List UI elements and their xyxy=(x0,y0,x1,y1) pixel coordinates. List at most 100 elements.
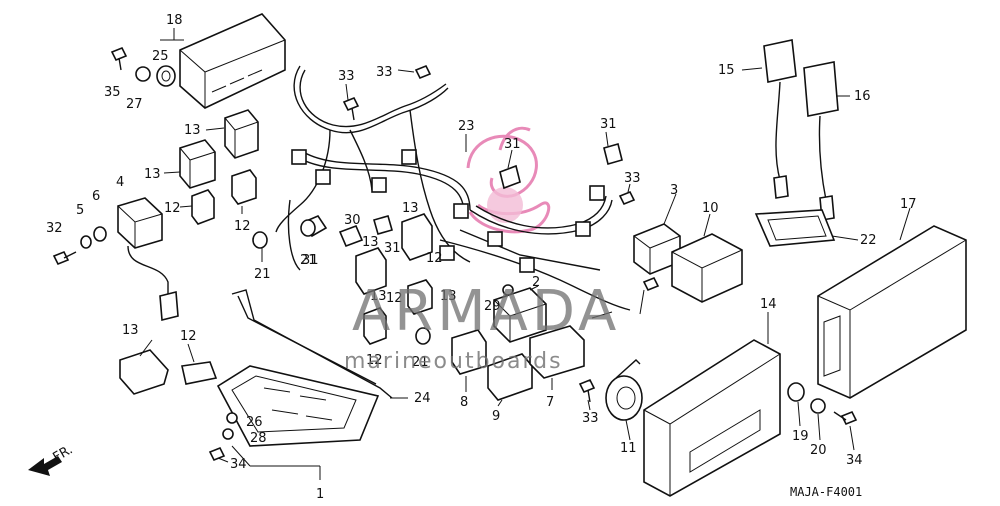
part-13-relay-a xyxy=(224,109,259,159)
part-label-17: 17 xyxy=(900,197,917,212)
part-label-25: 25 xyxy=(152,49,169,64)
part-label-21-c: 21 xyxy=(300,253,317,268)
part-34-bolt-right xyxy=(833,410,858,426)
part-label-7: 7 xyxy=(546,395,554,410)
part-32-bolt xyxy=(52,250,77,266)
part-35-bolt xyxy=(110,46,128,71)
part-28-screw xyxy=(222,428,234,440)
part-label-1: 1 xyxy=(316,487,324,502)
part-4-regulator xyxy=(117,197,179,322)
part-label-31-c: 31 xyxy=(302,253,319,268)
part-label-12-c: 12 xyxy=(180,329,197,344)
part-20-collar xyxy=(810,398,826,414)
part-12-relay-a xyxy=(191,189,215,225)
part-label-35: 35 xyxy=(104,85,121,100)
part-label-9: 9 xyxy=(492,409,500,424)
part-label-32: 32 xyxy=(46,221,63,236)
part-label-13-d: 13 xyxy=(362,235,379,250)
part-21-grommet-c xyxy=(300,219,316,237)
part-5-washer xyxy=(80,235,92,249)
part-label-19: 19 xyxy=(792,429,809,444)
part-label-8: 8 xyxy=(460,395,468,410)
part-label-16: 16 xyxy=(854,89,871,104)
part-label-21-a: 21 xyxy=(254,267,271,282)
part-label-29: 29 xyxy=(484,299,501,314)
part-1-fuse-box xyxy=(216,365,380,447)
part-11-horn xyxy=(605,359,643,421)
part-33-bolt-right xyxy=(642,276,660,292)
part-13-relay-b xyxy=(179,139,216,189)
part-7-unit xyxy=(529,325,585,379)
part-33-bolt-lower xyxy=(578,378,596,403)
part-10-module xyxy=(671,233,743,303)
part-label-13-c: 13 xyxy=(122,323,139,338)
part-label-33-b: 33 xyxy=(376,65,393,80)
part-13-relay-c xyxy=(401,213,433,261)
part-label-10: 10 xyxy=(702,201,719,216)
part-label-13-g: 13 xyxy=(440,289,457,304)
part-2-unit xyxy=(493,287,547,343)
watermark-tagline: marineoutboards xyxy=(344,349,563,374)
part-12-relay-e xyxy=(181,361,218,385)
part-27-collar xyxy=(135,66,151,82)
part-label-33-c: 33 xyxy=(624,171,641,186)
part-label-34-b: 34 xyxy=(846,453,863,468)
part-31-clip-c xyxy=(499,164,521,190)
part-label-13-e: 13 xyxy=(402,201,419,216)
front-direction-arrow-icon xyxy=(28,456,62,476)
leader-lines xyxy=(139,28,911,480)
part-label-30: 30 xyxy=(344,213,361,228)
part-label-12-a: 12 xyxy=(164,201,181,216)
part-25-grommet xyxy=(156,65,176,87)
part-label-2: 2 xyxy=(532,275,540,290)
part-label-11: 11 xyxy=(620,441,637,456)
part-label-12-b: 12 xyxy=(234,219,251,234)
part-33-bolt-top-right xyxy=(414,64,432,80)
part-label-33-d: 33 xyxy=(582,411,599,426)
part-label-28: 28 xyxy=(250,431,267,446)
diagram-code: MAJA-F4001 xyxy=(790,485,862,499)
part-16-switch xyxy=(803,61,839,221)
part-30-clip xyxy=(338,224,364,248)
part-9-relay xyxy=(487,353,533,401)
part-label-22: 22 xyxy=(860,233,877,248)
part-label-3: 3 xyxy=(670,183,678,198)
part-22-panel xyxy=(754,209,836,247)
watermark-brand: ARMADA xyxy=(352,279,620,344)
part-21-grommet-a xyxy=(252,231,268,249)
part-label-21-b: 21 xyxy=(412,355,429,370)
part-13-relay-e xyxy=(119,349,169,395)
part-31-clip-d xyxy=(603,143,623,165)
part-17-ecu xyxy=(817,225,967,399)
part-13-relay-d xyxy=(355,247,387,295)
part-12-relay-b xyxy=(231,169,257,205)
part-label-33-a: 33 xyxy=(338,69,355,84)
part-label-13-f: 13 xyxy=(370,289,387,304)
part-label-23: 23 xyxy=(458,119,475,134)
part-label-6: 6 xyxy=(92,189,100,204)
part-label-12-f: 12 xyxy=(426,251,443,266)
part-label-26: 26 xyxy=(246,415,263,430)
part-12-relay-c xyxy=(407,279,433,315)
part-24-stay xyxy=(231,289,393,399)
part-label-31-a: 31 xyxy=(504,137,521,152)
part-14-control-unit xyxy=(643,339,781,497)
part-label-27: 27 xyxy=(126,97,143,112)
part-18-module xyxy=(179,13,286,109)
part-label-13-a: 13 xyxy=(184,123,201,138)
part-label-34-a: 34 xyxy=(230,457,247,472)
part-6-washer xyxy=(93,226,107,242)
part-label-14: 14 xyxy=(760,297,777,312)
part-26-screw xyxy=(226,412,238,424)
part-19-grommet xyxy=(787,382,805,402)
part-label-4: 4 xyxy=(116,175,124,190)
watermark-logo-icon xyxy=(466,126,551,234)
part-label-12-e: 12 xyxy=(366,353,383,368)
part-label-5: 5 xyxy=(76,203,84,218)
part-label-31-b: 31 xyxy=(600,117,617,132)
part-label-12-d: 12 xyxy=(386,291,403,306)
part-label-31-d: 31 xyxy=(384,241,401,256)
part-label-18: 18 xyxy=(166,13,183,28)
part-31-clip-b xyxy=(373,215,393,235)
